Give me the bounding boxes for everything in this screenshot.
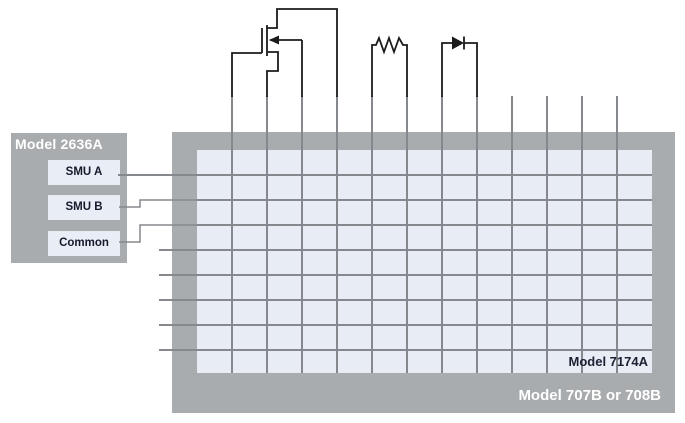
smu-panel-2636a: Model 2636A SMU A SMU B Common: [11, 133, 127, 263]
mosfet-symbol: [231, 8, 338, 97]
matrix-card-7174a-body: [197, 150, 652, 373]
mosfet-gate-wire: [231, 52, 262, 97]
terminal-smu-a: SMU A: [48, 160, 120, 185]
diode-symbol: [441, 36, 478, 97]
mosfet-drain-wire: [267, 8, 338, 97]
mainframe-label: Model 707B or 708B: [518, 387, 661, 404]
diode-anode-triangle: [452, 36, 464, 50]
mosfet-body-arrow: [269, 35, 279, 45]
resistor-symbol: [371, 35, 408, 97]
matrix-card-label: Model 7174A: [568, 354, 648, 369]
terminal-common: Common: [48, 231, 120, 256]
smu-panel-title: Model 2636A: [15, 136, 103, 152]
terminal-smu-b: SMU B: [48, 195, 120, 220]
mosfet-source-wire: [266, 51, 279, 97]
